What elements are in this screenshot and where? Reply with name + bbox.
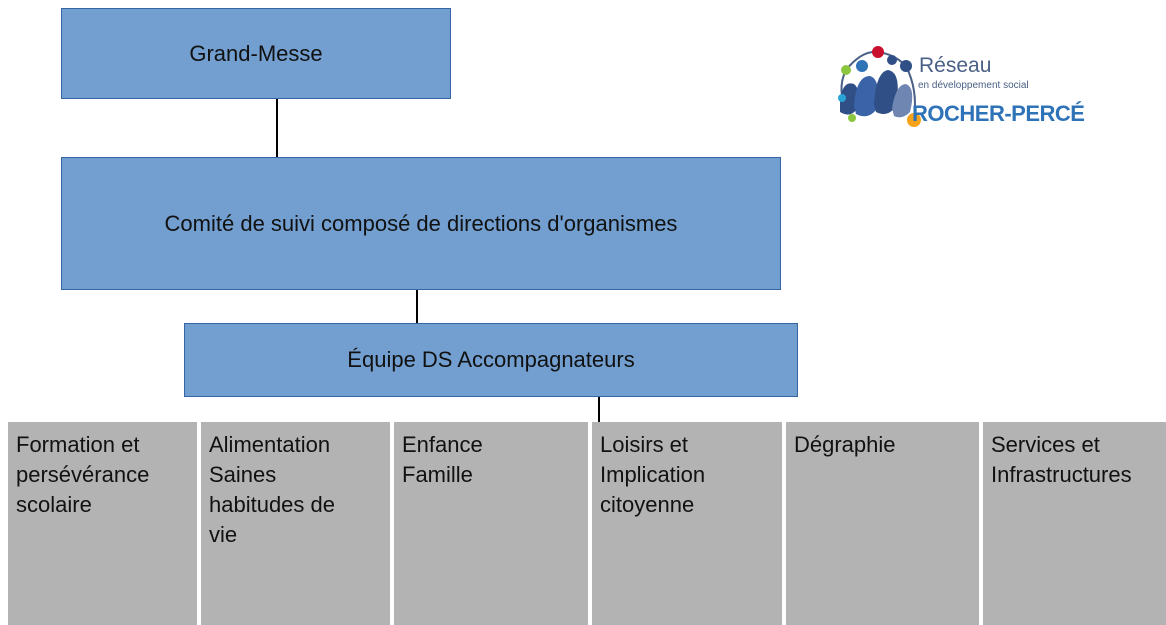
committee-degraphie: Dégraphie bbox=[786, 422, 979, 625]
committee-line: Infrastructures bbox=[991, 462, 1132, 487]
committee-services: Services et Infrastructures bbox=[983, 422, 1166, 625]
committee-line: vie bbox=[209, 522, 238, 547]
people-network-icon bbox=[838, 46, 921, 127]
committee-enfance-famille: Enfance Famille bbox=[394, 422, 588, 625]
committee-line: persévérance bbox=[16, 462, 150, 487]
committee-line: Dégraphie bbox=[794, 432, 896, 457]
committee-alimentation: Alimentation Saines habitudes de vie bbox=[201, 422, 390, 625]
grand-messe-label: Grand-Messe bbox=[189, 40, 323, 66]
committee-line: Implication bbox=[600, 462, 706, 487]
committee-line: Formation et bbox=[16, 432, 140, 457]
committee-loisirs: Loisirs et Implication citoyenne bbox=[592, 422, 782, 625]
connector-comite-equipe bbox=[416, 290, 418, 323]
committee-line: Saines bbox=[209, 462, 277, 487]
logo-name: Réseau bbox=[919, 54, 992, 77]
committee-formation: Formation et persévérance scolaire bbox=[8, 422, 197, 625]
logo-subtitle: en développement social bbox=[918, 80, 1029, 91]
comite-de-suivi-box: Comité de suivi composé de directions d'… bbox=[61, 157, 781, 290]
committee-line: Famille bbox=[402, 462, 473, 487]
equipe-ds-label: Équipe DS Accompagnateurs bbox=[347, 347, 635, 372]
logo-region: ROCHER-PERCÉ bbox=[912, 101, 1085, 126]
committee-line: Alimentation bbox=[209, 432, 331, 457]
grand-messe-box: Grand-Messe bbox=[61, 8, 451, 99]
committee-line: Enfance bbox=[402, 432, 483, 457]
committee-line: Loisirs et bbox=[600, 432, 689, 457]
committee-row: Formation et persévérance scolaire Alime… bbox=[8, 422, 1166, 625]
committee-line: Services et bbox=[991, 432, 1100, 457]
connector-equipe-committees bbox=[598, 397, 600, 422]
committee-line: scolaire bbox=[16, 492, 92, 517]
committee-line: citoyenne bbox=[600, 492, 695, 517]
committee-line: habitudes de bbox=[209, 492, 335, 517]
connector-grand-messe-comite bbox=[276, 99, 278, 157]
comite-de-suivi-label: Comité de suivi composé de directions d'… bbox=[164, 210, 678, 236]
reseau-logo: Réseau en développement social ROCHER-PE… bbox=[832, 40, 1085, 140]
equipe-ds-box: Équipe DS Accompagnateurs bbox=[184, 323, 798, 397]
